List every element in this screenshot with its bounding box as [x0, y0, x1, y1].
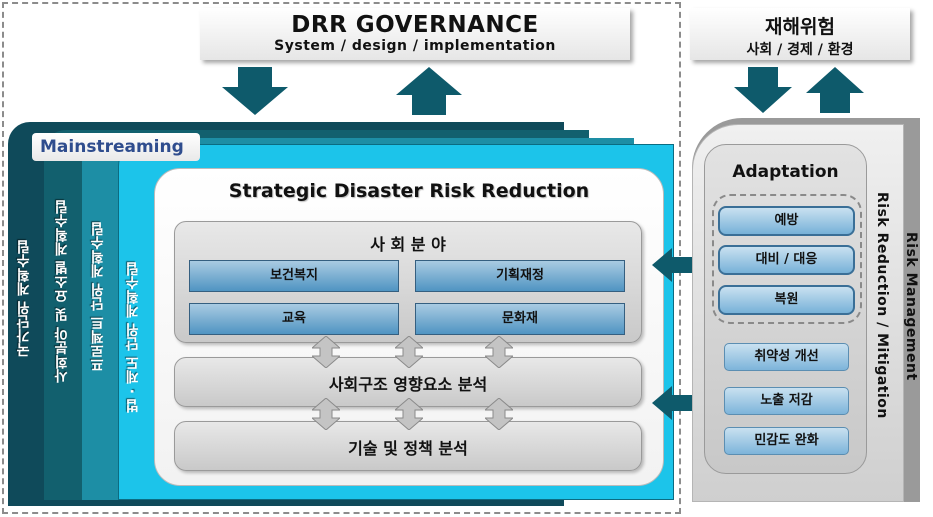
left-arrow-icon: [652, 386, 700, 420]
double-arrow-icon: [312, 336, 340, 368]
sector-tile: 보건복지: [189, 260, 399, 292]
up-arrow-icon: [396, 67, 462, 115]
double-arrow-icon: [395, 398, 423, 430]
adaptation-item: 예방: [718, 206, 855, 236]
adaptation-title: Adaptation: [732, 162, 839, 182]
hazard-header: 재해위험 사회 / 경제 / 환경: [690, 8, 910, 60]
policy-title: 기술 및 정책 분석: [348, 439, 468, 458]
risk-management-label: Risk Management: [903, 232, 919, 381]
adaptation-item: 대비 / 대응: [718, 245, 855, 275]
governance-title: DRR GOVERNANCE: [291, 12, 539, 38]
strategic-drr-title: Strategic Disaster Risk Reduction: [228, 180, 590, 202]
hazard-subtitle: 사회 / 경제 / 환경: [746, 42, 854, 58]
layer-sector-label: 사회분야 및 요소별 계획수립: [54, 200, 70, 383]
layer-legal-label: 법 · 제도 단위 계획수립: [125, 262, 141, 413]
down-arrow-icon: [222, 67, 288, 115]
sector-tile: 문화재: [415, 303, 625, 335]
governance-header: DRR GOVERNANCE System / design / impleme…: [200, 8, 630, 60]
adaptation-measure: 취약성 개선: [724, 343, 849, 371]
up-arrow-icon: [806, 67, 864, 113]
double-arrow-icon: [485, 398, 513, 430]
governance-subtitle: System / design / implementation: [274, 38, 556, 54]
mainstreaming-label: Mainstreaming: [32, 133, 200, 161]
layer-project-label: 프로젝트 단위 계획수립: [90, 222, 106, 372]
sector-tile: 교육: [189, 303, 399, 335]
analysis-title: 사회구조 영향요소 분석: [328, 375, 488, 394]
adaptation-measure: 민감도 완화: [724, 427, 849, 455]
double-arrow-icon: [312, 398, 340, 430]
risk-reduction-label: Risk Reduction / Mitigation: [874, 192, 890, 419]
sector-tile: 기획재정: [415, 260, 625, 292]
left-arrow-icon: [652, 248, 700, 282]
double-arrow-icon: [485, 336, 513, 368]
adaptation-measure: 노출 저감: [724, 387, 849, 415]
layer-national-label: 국가단위 계획수립: [16, 240, 32, 357]
adaptation-item: 복원: [718, 285, 855, 315]
adaptation-group: [712, 194, 862, 324]
social-sector-title: 사 회 분 야: [370, 235, 446, 254]
down-arrow-icon: [734, 67, 792, 113]
hazard-title: 재해위험: [765, 16, 835, 38]
double-arrow-icon: [395, 336, 423, 368]
